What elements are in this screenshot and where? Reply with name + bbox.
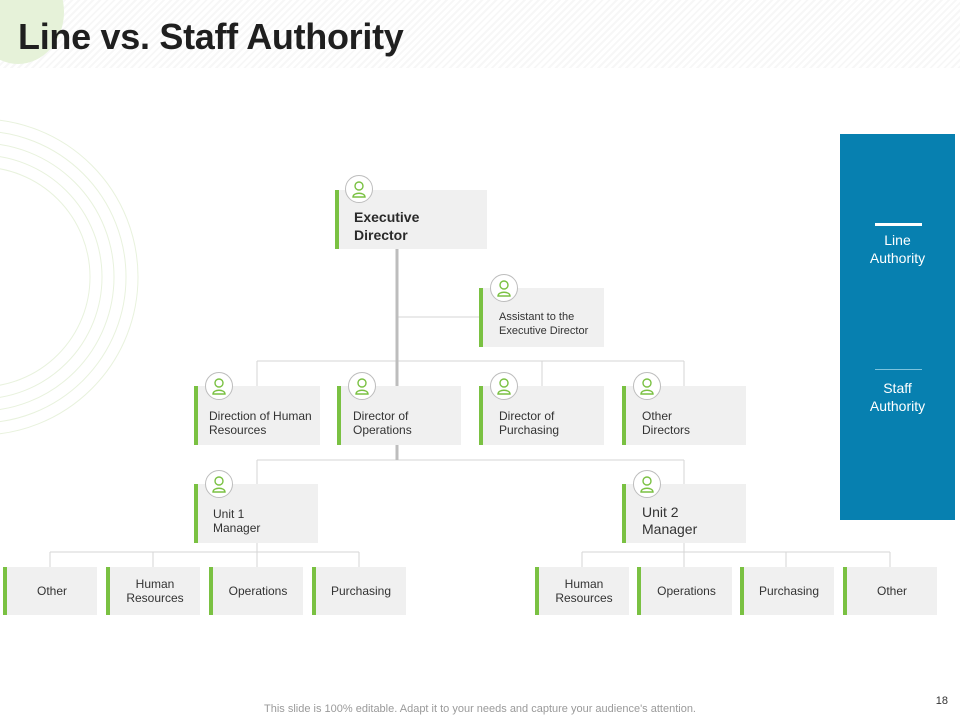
person-icon bbox=[490, 372, 518, 400]
unit2-dept-purchasing: Purchasing bbox=[740, 567, 834, 615]
legend-panel bbox=[840, 134, 955, 520]
executive-director-label: Executive Director bbox=[354, 209, 420, 243]
footer-note: This slide is 100% editable. Adapt it to… bbox=[264, 703, 696, 715]
person-icon bbox=[345, 175, 373, 203]
unit2-dept-operations: Operations bbox=[637, 567, 732, 615]
unit2-dept-human-resources: Human Resources bbox=[535, 567, 629, 615]
staff-authority-label: Staff Authority bbox=[869, 380, 926, 414]
person-icon bbox=[490, 274, 518, 302]
unit1-dept-other: Other bbox=[3, 567, 97, 615]
line-authority-swatch bbox=[875, 223, 922, 226]
org-node-unit2-manager bbox=[622, 484, 746, 543]
unit2-dept-other: Other bbox=[843, 567, 937, 615]
line-authority-label: Line Authority bbox=[869, 232, 926, 266]
unit1-dept-operations: Operations bbox=[209, 567, 303, 615]
person-icon bbox=[633, 372, 661, 400]
person-icon bbox=[348, 372, 376, 400]
director-operations-label: Director of Operations bbox=[353, 409, 412, 437]
assistant-label: Assistant to the Executive Director bbox=[499, 311, 589, 337]
unit2-manager-label: Unit 2 Manager bbox=[642, 504, 698, 537]
other-directors-label: Other Directors bbox=[642, 409, 691, 437]
unit1-dept-purchasing: Purchasing bbox=[312, 567, 406, 615]
page-number: 18 bbox=[935, 695, 948, 707]
unit1-dept-human-resources: Human Resources bbox=[106, 567, 200, 615]
header-band bbox=[0, 0, 960, 68]
unit1-manager-label: Unit 1 Manager bbox=[213, 507, 261, 535]
staff-authority-lines bbox=[49, 316, 891, 567]
person-icon bbox=[205, 372, 233, 400]
staff-authority-swatch bbox=[875, 369, 922, 370]
director-hr-label: Direction of Human Resources bbox=[209, 409, 312, 437]
person-icon bbox=[633, 470, 661, 498]
director-purchasing-label: Director of Purchasing bbox=[499, 409, 560, 437]
person-icon bbox=[205, 470, 233, 498]
slide-title: Line vs. Staff Authority bbox=[18, 16, 404, 57]
decorative-rings bbox=[0, 119, 139, 435]
